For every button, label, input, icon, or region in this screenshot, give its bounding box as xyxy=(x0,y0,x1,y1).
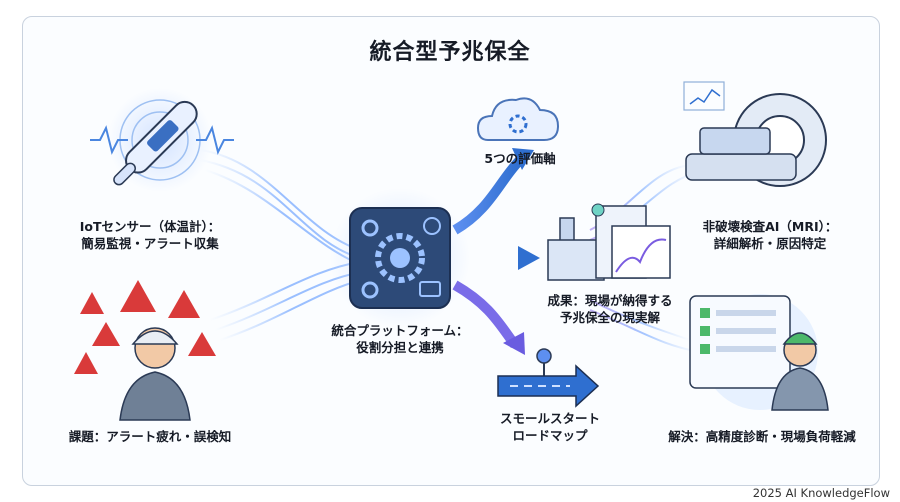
alert-fatigue-icon xyxy=(74,280,216,421)
mri-label: 非破壊検査AI（MRI）： 詳細解析・原因特定 xyxy=(680,218,860,252)
solution-label-line1: 解決：高精度診断・現場負荷軽減 xyxy=(668,429,856,444)
evaluation-axes-label-line1: 5つの評価軸 xyxy=(484,151,556,166)
result-label-line1: 成果：現場が納得する xyxy=(547,293,673,308)
platform-label: 統合プラットフォーム： 役割分担と連携 xyxy=(310,322,490,356)
issue-label: 課題：アラート疲れ・誤検知 xyxy=(40,428,260,445)
roadmap-label-line2: ロードマップ xyxy=(512,428,588,443)
iot-sensor-label: IoTセンサー（体温計）： 簡易監視・アラート収集 xyxy=(50,218,250,252)
page-title: 統合型予兆保全 xyxy=(369,40,531,65)
result-label: 成果：現場が納得する 予兆保全の現実解 xyxy=(530,292,690,326)
footer-credit: 2025 AI KnowledgeFlow xyxy=(752,486,890,500)
mri-label-line1: 非破壊検査AI（MRI）： xyxy=(702,219,838,234)
cloud-gear-icon xyxy=(476,97,560,141)
platform-label-line1: 統合プラットフォーム： xyxy=(331,323,469,338)
result-label-line2: 予兆保全の現実解 xyxy=(559,310,660,325)
inspector-dashboard-icon xyxy=(689,294,829,411)
platform-icon xyxy=(330,188,470,328)
output-arrows xyxy=(452,148,540,355)
solution-label: 解決：高精度診断・現場負荷軽減 xyxy=(652,428,872,445)
factory-chart-icon xyxy=(547,203,671,281)
thermometer-icon xyxy=(90,88,234,192)
mri-scanner-icon xyxy=(683,81,827,187)
issue-label-line1: 課題：アラート疲れ・誤検知 xyxy=(68,429,232,444)
roadmap-label-line1: スモールスタート xyxy=(499,411,600,426)
iot-sensor-label-line1: IoTセンサー（体温計）： xyxy=(79,219,221,234)
platform-label-line2: 役割分担と連携 xyxy=(356,340,444,355)
evaluation-axes-label: 5つの評価軸 xyxy=(460,150,580,167)
iot-sensor-label-line2: 簡易監視・アラート収集 xyxy=(81,236,219,251)
roadmap-label: スモールスタート ロードマップ xyxy=(480,410,620,444)
mri-label-line2: 詳細解析・原因特定 xyxy=(713,236,827,251)
roadmap-arrow-icon xyxy=(497,348,600,408)
